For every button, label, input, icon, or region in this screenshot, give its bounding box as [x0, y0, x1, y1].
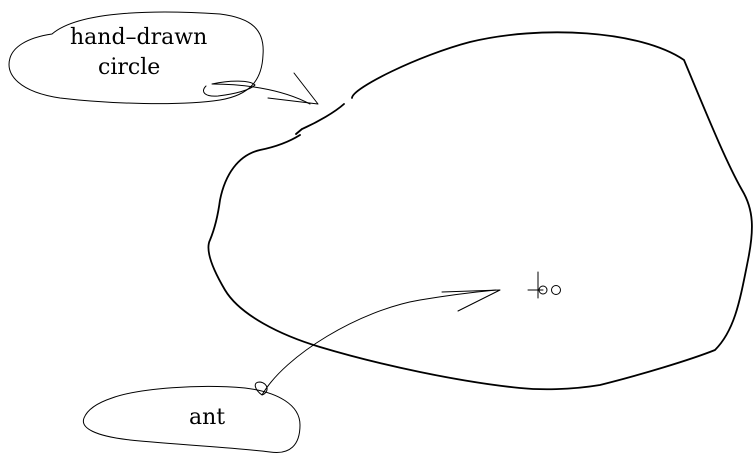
circle-overlap-stroke: [295, 103, 345, 135]
hand-drawn-circle-shape: [207, 31, 753, 391]
ant-icon: [527, 271, 561, 299]
circle-label-arrow: [203, 80, 311, 105]
circle-label-line2: circle: [98, 55, 160, 80]
circle-label-line1: hand–drawn: [70, 25, 207, 50]
circle-arrow-head: [267, 72, 319, 105]
ant-label-blob: [82, 385, 301, 454]
ant-label: ant: [189, 405, 225, 430]
circle-label-blob: [8, 11, 264, 105]
ant-label-arrow: [254, 289, 497, 396]
ant-arrow-head: [441, 289, 501, 312]
